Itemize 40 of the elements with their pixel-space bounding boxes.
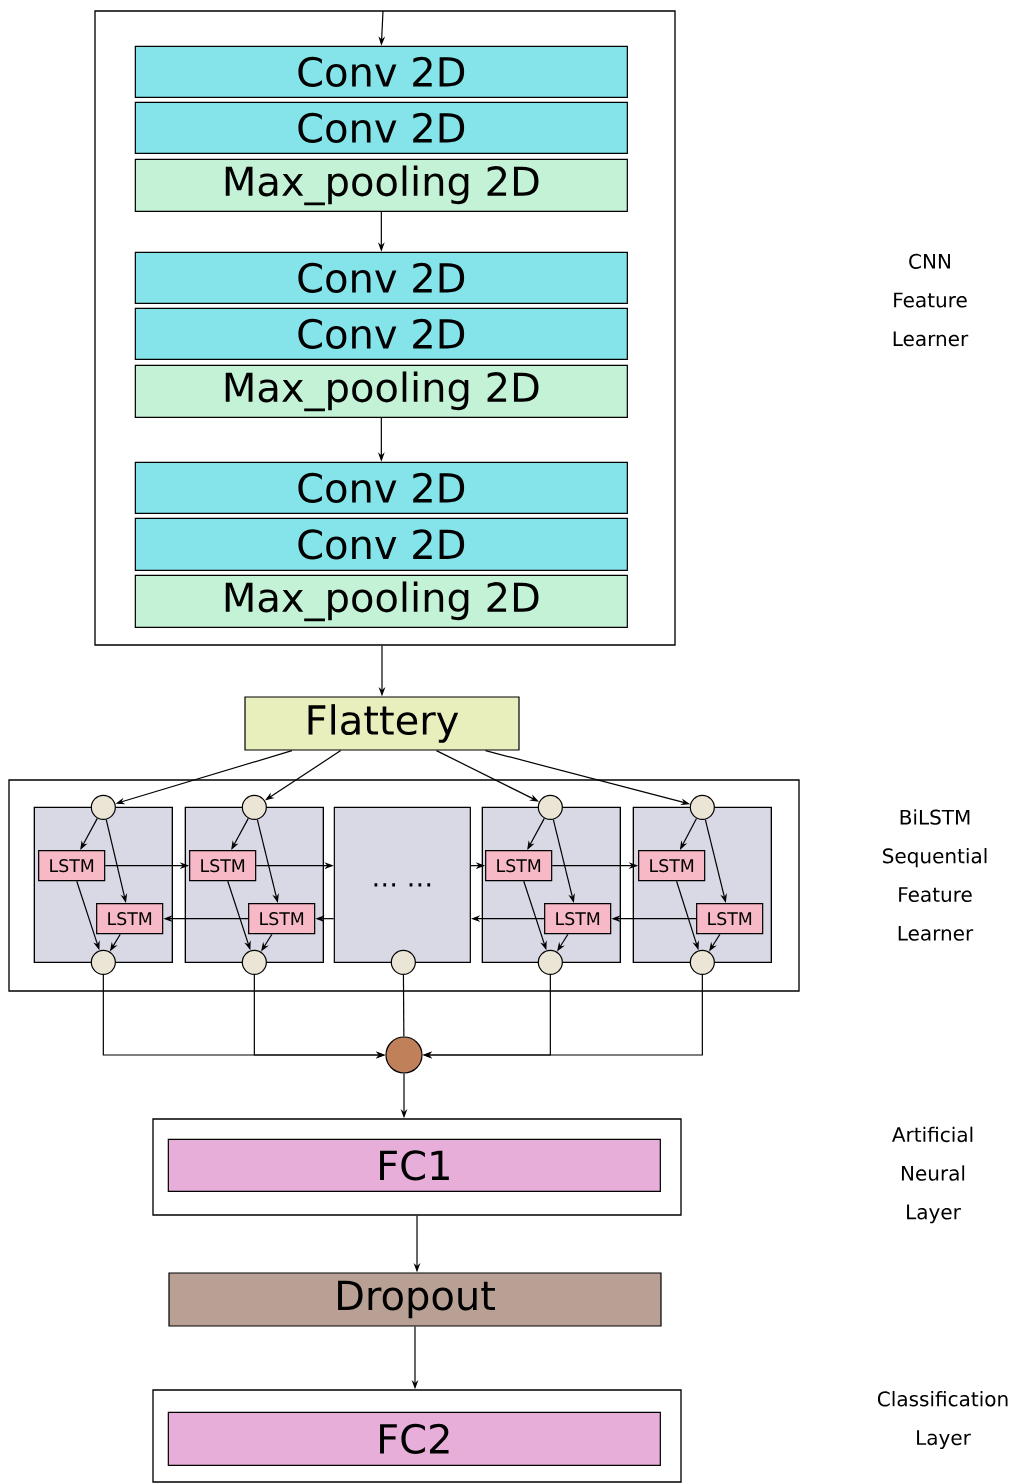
merge-circle [385, 1036, 423, 1074]
junction-circle [537, 949, 563, 975]
dense-layer-box: FC2 [167, 1411, 661, 1466]
cell-panel: … … [333, 806, 471, 963]
side-label: Artificial Neural Layer [892, 1126, 973, 1224]
side-label: BiLSTM Sequential Feature Learner [883, 809, 987, 941]
flatten-box: Flattery [244, 696, 520, 751]
side-label: CNN Feature Learner [893, 253, 969, 347]
bilstm-block-frame [8, 779, 800, 992]
junction-circle [90, 794, 116, 820]
fc-block-frame [152, 1118, 682, 1216]
pooling-layer-box: Max_pooling 2D [134, 364, 628, 418]
conv-layer-box: Conv 2D [134, 517, 628, 571]
junction-circle [241, 794, 267, 820]
pooling-layer-box: Max_pooling 2D [134, 158, 628, 212]
conv-layer-box: Conv 2D [134, 251, 628, 304]
lstm-box: LSTM [248, 903, 316, 935]
junction-circle [689, 794, 715, 820]
pooling-layer-box: Max_pooling 2D [134, 574, 628, 628]
junction-circle [689, 949, 715, 975]
dense-layer-box: FC1 [167, 1138, 661, 1192]
lstm-box: LSTM [544, 903, 612, 935]
fc-block-frame [152, 1389, 682, 1483]
lstm-box: LSTM [696, 903, 764, 935]
conv-layer-box: Conv 2D [134, 45, 628, 98]
dropout-box: Dropout [168, 1272, 662, 1327]
lstm-box: LSTM [38, 850, 106, 882]
junction-circle [90, 949, 116, 975]
lstm-box: LSTM [638, 850, 706, 882]
junction-circle [537, 794, 563, 820]
conv-layer-box: Conv 2D [134, 101, 628, 154]
conv-layer-box: Conv 2D [134, 461, 628, 514]
cnn-block-frame [94, 10, 676, 646]
side-label: Classification Layer [877, 1391, 1008, 1449]
lstm-box: LSTM [485, 850, 553, 882]
junction-circle [241, 949, 267, 975]
lstm-box: LSTM [96, 903, 164, 935]
lstm-box: LSTM [189, 850, 257, 882]
conv-layer-box: Conv 2D [134, 307, 628, 360]
junction-circle [390, 949, 416, 975]
